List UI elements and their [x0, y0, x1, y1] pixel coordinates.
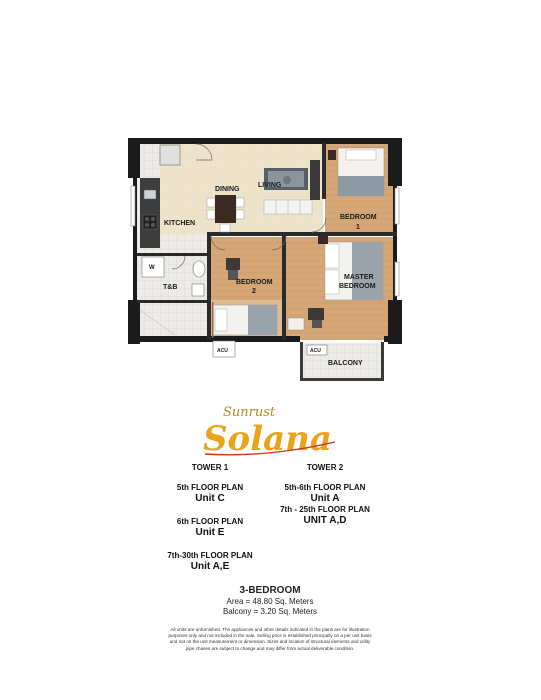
label-dining: DINING	[215, 186, 240, 193]
tower1-column: TOWER 1	[150, 463, 270, 472]
living-set	[263, 160, 320, 215]
tower2-column: TOWER 2	[265, 463, 385, 472]
label-acu-left: ACU	[217, 348, 228, 354]
label-living: LIVING	[258, 182, 282, 189]
solana-logo: Sunrust Solana	[195, 398, 345, 460]
unit-summary: 3-BEDROOM Area = 48.80 Sq. Meters Balcon…	[170, 585, 370, 617]
kitchen-counter	[140, 178, 160, 248]
logo-art: Sunrust Solana	[203, 405, 336, 459]
floor-plan: DINING LIVING KITCHEN BEDROOM 1 T&B BEDR…	[128, 138, 402, 381]
unit-area: Area = 48.80 Sq. Meters	[226, 597, 314, 606]
label-acu-right: ACU	[310, 348, 321, 354]
disclaimer-line-3: and not on the unit measurement or dimen…	[169, 639, 371, 645]
master-furniture	[287, 236, 384, 331]
tower1-unit-1: Unit C	[195, 493, 225, 504]
tower1-plan-1: 5th FLOOR PLAN Unit C	[150, 483, 270, 505]
disclaimer: All units are unfurnished. The appliance…	[150, 627, 390, 652]
unit-balcony: Balcony = 3.20 Sq. Meters	[222, 607, 318, 616]
label-master-bedroom: BEDROOM	[339, 283, 376, 290]
label-master: MASTER	[344, 274, 374, 281]
tower2-plan-1: 5th-6th FLOOR PLAN Unit A	[255, 483, 395, 505]
acu-right-box	[306, 344, 328, 356]
disclaimer-line-4: pipe chases are subject to change and ma…	[185, 645, 355, 651]
acu-left-box	[212, 340, 236, 358]
unit-type: 3-BEDROOM	[239, 585, 301, 596]
dining-table	[206, 195, 245, 233]
tower2-title: TOWER 2	[306, 463, 344, 472]
tower2-unit-2: UNIT A,D	[303, 515, 347, 526]
tower1-title: TOWER 1	[191, 463, 229, 472]
label-washer: W	[149, 265, 155, 271]
logo-script-top: Sunrust	[223, 405, 276, 420]
disclaimer-line-1: All units are unfurnished. The appliance…	[170, 627, 370, 632]
tower2-plan-2: 7th - 25th FLOOR PLAN UNIT A,D	[255, 505, 395, 527]
tower1-floor-3: 7th-30th FLOOR PLAN	[167, 551, 253, 560]
label-bedroom1: BEDROOM	[340, 214, 377, 221]
tower1-floor-1: 5th FLOOR PLAN	[176, 483, 244, 492]
tower2-floor-1: 5th-6th FLOOR PLAN	[284, 483, 366, 492]
fridge	[159, 144, 181, 166]
tower2-unit-1: Unit A	[310, 493, 340, 504]
disclaimer-line-2: purposes only and not included in the sa…	[168, 633, 372, 639]
tower1-unit-2: Unit E	[195, 527, 225, 538]
tower1-plan-3: 7th-30th FLOOR PLAN Unit A,E	[140, 551, 280, 573]
label-kitchen: KITCHEN	[164, 220, 195, 227]
tower1-floor-2: 6th FLOOR PLAN	[176, 517, 244, 526]
label-bedroom2-num: 2	[252, 288, 256, 295]
tower2-floor-2: 7th - 25th FLOOR PLAN	[280, 505, 370, 514]
tower1-unit-3: Unit A,E	[190, 561, 230, 572]
label-bedroom1-num: 1	[356, 224, 360, 231]
bedroom1-bed	[328, 147, 385, 197]
tb-fixtures	[139, 256, 206, 336]
tower1-plan-2: 6th FLOOR PLAN Unit E	[150, 517, 270, 539]
label-balcony: BALCONY	[328, 360, 363, 367]
label-bedroom2: BEDROOM	[236, 279, 273, 286]
label-tb: T&B	[163, 284, 177, 291]
